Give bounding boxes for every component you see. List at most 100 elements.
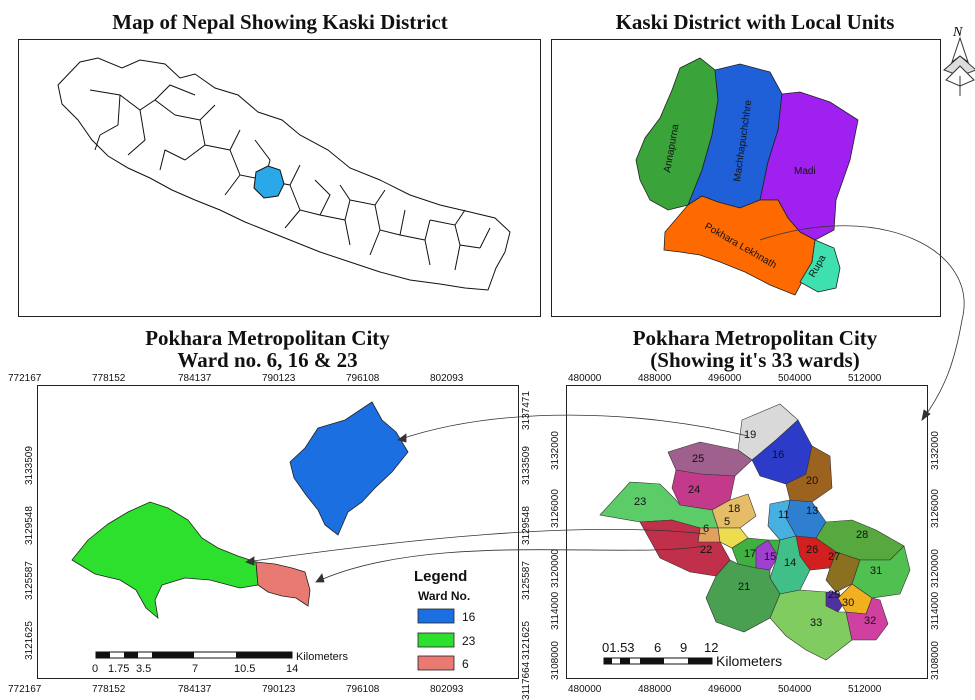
unit-pokhara-lekhnath xyxy=(663,195,816,296)
nepal-map-title: Map of Nepal Showing Kaski District xyxy=(112,10,448,34)
city-y-tick: 3132000 xyxy=(550,431,561,470)
ward-label: 27 xyxy=(828,551,840,563)
ward-label: 16 xyxy=(772,449,784,461)
ward-x-tick: 772167 xyxy=(8,684,42,695)
ward-x-tick: 790123 xyxy=(262,684,296,695)
city-x-tick: 512000 xyxy=(848,373,882,384)
city-x-tick: 480000 xyxy=(568,373,602,384)
ward-label: 33 xyxy=(810,617,822,629)
city-map-title-line2: (Showing it's 33 wards) xyxy=(650,348,860,372)
ward-23-shape xyxy=(71,501,259,619)
ward-scale-unit: Kilometers xyxy=(296,651,348,663)
legend-swatch-23 xyxy=(417,632,455,648)
ward-scale-tick: 10.5 xyxy=(234,663,255,675)
city-ward-labels: 19 16 25 20 24 18 13 11 23 5 6 22 28 26 … xyxy=(634,429,882,629)
ward-label: 28 xyxy=(856,529,868,541)
ward-y-tick: 3133509 xyxy=(521,446,532,485)
city-map-y-axis-right: 3132000 3126000 3120000 3114000 3108000 xyxy=(930,431,941,680)
ward-map-y-axis-right: 3137471 3133509 3129548 3125587 3121625 … xyxy=(521,391,532,700)
city-x-tick: 512000 xyxy=(848,684,882,695)
ward-16-shape xyxy=(289,401,409,536)
city-y-tick: 3132000 xyxy=(930,431,941,470)
city-y-tick: 3108000 xyxy=(930,641,941,680)
ward-x-tick: 772167 xyxy=(8,373,42,384)
city-y-tick: 3114000 xyxy=(550,591,561,630)
ward-label: 24 xyxy=(688,484,700,496)
legend-label-23: 23 xyxy=(462,634,476,648)
city-y-tick: 3108000 xyxy=(550,641,561,680)
ward-y-tick: 3137471 xyxy=(521,391,532,430)
ward-x-tick: 778152 xyxy=(92,684,126,695)
city-scale-unit: Kilometers xyxy=(716,653,782,669)
kaski-map xyxy=(635,57,859,296)
ward-label: 30 xyxy=(842,597,854,609)
unit-rupa xyxy=(799,239,841,293)
city-scale-tick: 01.53 xyxy=(602,640,635,655)
city-x-tick: 496000 xyxy=(708,684,742,695)
ward-label: 11 xyxy=(778,509,789,521)
ward-map-x-axis-top: 772167 778152 784137 790123 796108 80209… xyxy=(8,373,464,384)
city-scale-tick: 9 xyxy=(680,640,687,655)
ward-21 xyxy=(705,559,781,633)
ward-x-tick: 778152 xyxy=(92,373,126,384)
legend-label-6: 6 xyxy=(462,657,469,671)
city-y-tick: 3120000 xyxy=(930,549,941,588)
ward-x-tick: 802093 xyxy=(430,373,464,384)
ward-label: 31 xyxy=(870,565,882,577)
ward-label: 17 xyxy=(744,548,756,560)
ward-label: 25 xyxy=(692,453,704,465)
kaski-highlight xyxy=(253,165,285,199)
city-x-tick: 496000 xyxy=(708,373,742,384)
ward-label: 6 xyxy=(703,523,709,535)
ward-map-title-line1: Pokhara Metropolitan City xyxy=(145,326,390,350)
city-x-tick: 504000 xyxy=(778,373,812,384)
north-label: N xyxy=(952,25,963,40)
city-x-tick: 480000 xyxy=(568,684,602,695)
city-y-tick: 3126000 xyxy=(930,489,941,528)
ward-label: 26 xyxy=(806,544,818,556)
ward-33 xyxy=(769,589,853,661)
ward-y-tick: 3117664 xyxy=(521,661,532,700)
ward-map xyxy=(71,401,409,619)
ward-scale-tick: 0 xyxy=(92,663,98,675)
legend-subtitle: Ward No. xyxy=(418,589,470,603)
ward-map-x-axis-bottom: 772167 778152 784137 790123 796108 80209… xyxy=(8,684,464,695)
ward-scale-tick: 7 xyxy=(192,663,198,675)
ward-15 xyxy=(755,539,779,571)
city-x-tick: 488000 xyxy=(638,373,672,384)
ward-label: 5 xyxy=(724,516,730,528)
ward-y-tick: 3129548 xyxy=(521,506,532,545)
ward-label: 32 xyxy=(864,615,876,627)
ward-x-tick: 802093 xyxy=(430,684,464,695)
ward-label: 14 xyxy=(784,557,796,569)
kaski-map-title: Kaski District with Local Units xyxy=(615,10,895,34)
ward-label: 13 xyxy=(806,505,818,517)
ward-scale-tick: 1.75 xyxy=(108,663,129,675)
ward-y-tick: 3129548 xyxy=(24,506,35,545)
ward-scale-bar xyxy=(95,651,293,659)
ward-y-tick: 3133509 xyxy=(24,446,35,485)
ward-x-tick: 796108 xyxy=(346,684,380,695)
ward-map-title-line2: Ward no. 6, 16 & 23 xyxy=(177,348,358,372)
legend: Legend Ward No. 16 23 6 xyxy=(414,568,476,671)
ward-scale-tick: 14 xyxy=(286,663,298,675)
ward-label: 20 xyxy=(806,475,818,487)
ward-label: 21 xyxy=(738,581,750,593)
connector-lines xyxy=(245,225,965,583)
legend-label-16: 16 xyxy=(462,610,476,624)
ward-y-tick: 3121625 xyxy=(521,621,532,660)
city-y-tick: 3120000 xyxy=(550,549,561,588)
city-map-x-axis-top: 480000 488000 496000 504000 512000 xyxy=(568,373,882,384)
city-y-tick: 3114000 xyxy=(930,591,941,630)
ward-label: 15 xyxy=(764,551,776,563)
nepal-map xyxy=(57,57,511,291)
ward-map-y-axis-left: 3133509 3129548 3125587 3121625 xyxy=(24,446,35,660)
legend-title: Legend xyxy=(414,568,467,585)
ward-x-tick: 784137 xyxy=(178,684,212,695)
ward-label: 19 xyxy=(744,429,756,441)
ward-x-tick: 796108 xyxy=(346,373,380,384)
unit-label-madi: Madi xyxy=(794,166,816,177)
ward-32 xyxy=(845,597,889,641)
city-scale-tick: 6 xyxy=(654,640,661,655)
